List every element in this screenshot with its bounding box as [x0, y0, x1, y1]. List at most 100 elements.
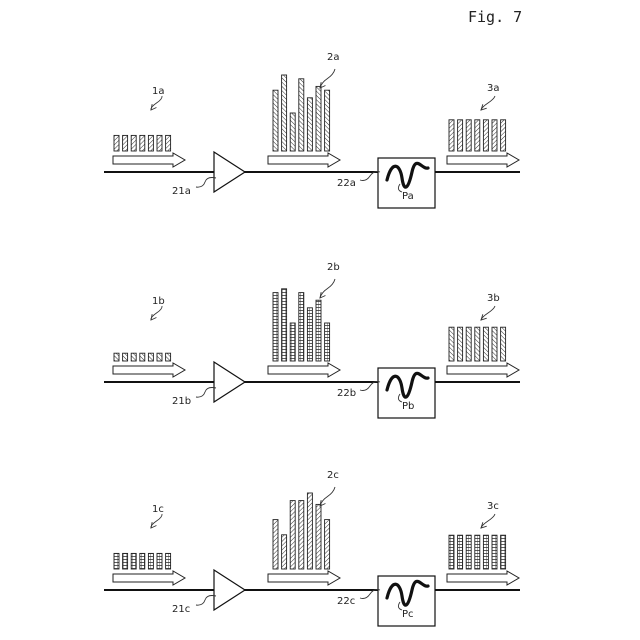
- output-signal-bar: [475, 535, 480, 569]
- output-label: 3a: [487, 83, 500, 94]
- input-signal-bar: [148, 553, 153, 569]
- output-signal-bar: [475, 327, 480, 361]
- input-signal-bar: [157, 353, 162, 361]
- input-label: 1a: [152, 86, 165, 97]
- output-signal-bar: [483, 535, 488, 569]
- input-arrow: [113, 571, 185, 585]
- amplifier-leader: [196, 596, 216, 606]
- middle-signal-bar: [273, 520, 278, 569]
- output-signal-bar: [449, 535, 454, 569]
- middle-signal-bar: [273, 293, 278, 361]
- input-arrow: [113, 363, 185, 377]
- middle-label: 2a: [327, 52, 340, 63]
- output-signal-bar: [492, 120, 497, 151]
- input-signal-bar: [140, 353, 145, 361]
- middle-arrow: [268, 363, 340, 377]
- input-label: 1b: [152, 296, 165, 307]
- input-signal-bar: [157, 135, 162, 151]
- output-signal-bar: [449, 327, 454, 361]
- middle-signal-bar: [307, 493, 312, 569]
- amplifier-triangle: [214, 570, 245, 610]
- row-1: 1a 21a 2aPa 22a 3a: [104, 52, 520, 208]
- middle-signal-bar: [282, 75, 287, 151]
- input-signal-bar: [123, 553, 128, 569]
- output-signal-bar: [492, 327, 497, 361]
- output-signal-bar: [501, 120, 506, 151]
- middle-signal-bar: [316, 300, 321, 361]
- output-pointer: [481, 96, 495, 110]
- input-signal-bar: [114, 353, 119, 361]
- output-signal-bar: [466, 535, 471, 569]
- output-signal-bar: [483, 327, 488, 361]
- middle-pointer: [320, 487, 335, 506]
- middle-signal-bar: [325, 90, 330, 151]
- input-signal-bar: [166, 135, 171, 151]
- input-signal-bar: [123, 353, 128, 361]
- middle-pointer: [320, 279, 335, 298]
- output-signal-bar: [466, 120, 471, 151]
- middle-arrow: [268, 153, 340, 167]
- input-signal-bar: [114, 553, 119, 569]
- amplifier-triangle: [214, 362, 245, 402]
- middle-signal-bar: [282, 535, 287, 569]
- middle-signal-bar: [290, 113, 295, 151]
- output-label: 3c: [487, 501, 499, 512]
- figure-label: Fig. 7: [468, 8, 522, 26]
- output-signal-bar: [501, 327, 506, 361]
- profile-label: Pb: [402, 401, 414, 412]
- input-arrow: [113, 153, 185, 167]
- output-arrow: [447, 363, 519, 377]
- input-signal-bar: [140, 553, 145, 569]
- row-3: 1c 21c 2cPc 22c 3c: [104, 470, 520, 626]
- amplifier-triangle: [214, 152, 245, 192]
- middle-signal-bar: [299, 79, 304, 151]
- output-signal-bar: [492, 535, 497, 569]
- middle-signal-bar: [282, 289, 287, 361]
- middle-signal-bar: [325, 520, 330, 569]
- output-arrow: [447, 153, 519, 167]
- output-signal-bar: [466, 327, 471, 361]
- output-pointer: [481, 514, 495, 528]
- output-signal-bar: [449, 120, 454, 151]
- middle-signal-bar: [299, 501, 304, 569]
- filter-label: 22a: [337, 178, 356, 189]
- filter-label: 22c: [337, 596, 355, 607]
- amplifier-leader: [196, 388, 216, 398]
- middle-signal-bar: [273, 90, 278, 151]
- output-arrow: [447, 571, 519, 585]
- output-signal-bar: [458, 535, 463, 569]
- output-pointer: [481, 306, 495, 320]
- middle-label: 2c: [327, 470, 339, 481]
- filter-label: 22b: [337, 388, 356, 399]
- amplifier-label: 21b: [172, 396, 191, 407]
- input-signal-bar: [114, 135, 119, 151]
- middle-signal-bar: [307, 308, 312, 361]
- row-2: 1b 21b 2bPb 22b 3b: [104, 262, 520, 418]
- input-signal-bar: [131, 553, 136, 569]
- middle-signal-bar: [307, 98, 312, 151]
- input-signal-bar: [166, 553, 171, 569]
- output-signal-bar: [501, 535, 506, 569]
- profile-label: Pa: [402, 191, 414, 202]
- output-signal-bar: [458, 327, 463, 361]
- input-signal-bar: [148, 135, 153, 151]
- middle-label: 2b: [327, 262, 340, 273]
- output-signal-bar: [483, 120, 488, 151]
- input-signal-bar: [131, 135, 136, 151]
- amplifier-label: 21a: [172, 186, 191, 197]
- input-signal-bar: [166, 353, 171, 361]
- input-label: 1c: [152, 504, 164, 515]
- input-signal-bar: [123, 135, 128, 151]
- output-signal-bar: [475, 120, 480, 151]
- input-signal-bar: [157, 553, 162, 569]
- output-signal-bar: [458, 120, 463, 151]
- middle-signal-bar: [290, 323, 295, 361]
- input-signal-bar: [148, 353, 153, 361]
- amplifier-label: 21c: [172, 604, 190, 615]
- middle-signal-bar: [316, 86, 321, 151]
- middle-pointer: [320, 69, 335, 88]
- amplifier-leader: [196, 178, 216, 188]
- output-label: 3b: [487, 293, 500, 304]
- profile-label: Pc: [402, 609, 414, 620]
